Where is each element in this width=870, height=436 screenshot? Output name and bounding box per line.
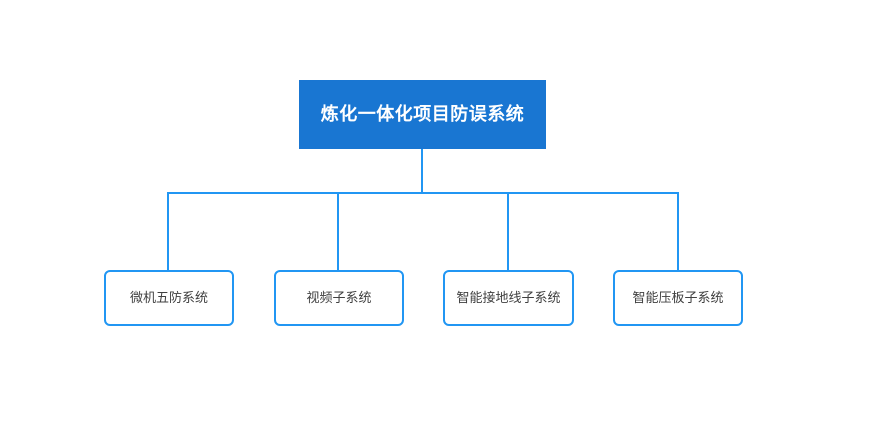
child-node-2-label: 视频子系统 [306, 290, 372, 306]
child-node-1[interactable]: 微机五防系统 [104, 270, 234, 326]
connector-drop-2 [337, 192, 339, 270]
child-node-4-label: 智能压板子系统 [632, 290, 724, 306]
connector-drop-4 [677, 192, 679, 270]
connector-drop-3 [507, 192, 509, 270]
child-node-2[interactable]: 视频子系统 [274, 270, 404, 326]
connector-horizontal-bus [168, 192, 678, 194]
child-node-1-label: 微机五防系统 [129, 290, 208, 306]
child-node-3[interactable]: 智能接地线子系统 [443, 270, 574, 326]
child-node-4[interactable]: 智能压板子系统 [613, 270, 743, 326]
connector-drop-1 [167, 192, 169, 270]
child-node-3-label: 智能接地线子系统 [456, 290, 561, 306]
connector-root-stem [421, 149, 423, 193]
root-node[interactable]: 炼化一体化项目防误系统 [299, 80, 546, 149]
root-node-label: 炼化一体化项目防误系统 [320, 103, 525, 125]
